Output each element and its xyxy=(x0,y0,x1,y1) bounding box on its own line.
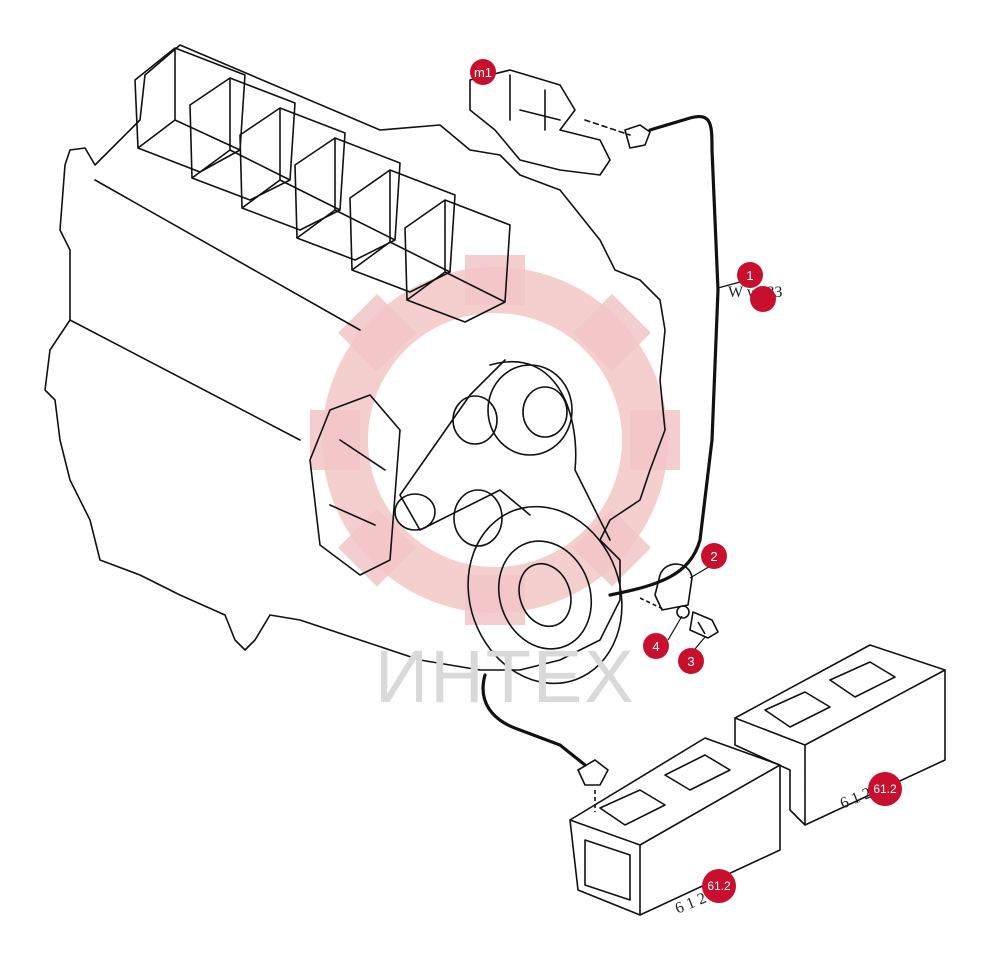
battery-1 xyxy=(569,737,781,916)
starter-motor xyxy=(469,69,611,176)
pulley-large-inner xyxy=(497,540,593,650)
watermark-gear-teeth xyxy=(310,255,680,625)
battery-2 xyxy=(734,644,946,826)
cable-clamp-2 xyxy=(654,563,693,611)
valve-cover-4 xyxy=(294,137,401,261)
callout-1[interactable]: 1 xyxy=(737,262,763,288)
idler-pulley-3 xyxy=(394,493,436,531)
leader-1 xyxy=(717,281,741,289)
callout-3[interactable]: 3 xyxy=(678,648,704,674)
callout-61-2-battery-2[interactable]: 61.2 xyxy=(868,772,902,806)
cable-lug-top xyxy=(624,124,651,149)
battery-terminal xyxy=(577,759,609,786)
alternator-bracket xyxy=(309,394,401,576)
starter-dash xyxy=(584,119,631,136)
ground-cable xyxy=(481,673,587,767)
callout-w083[interactable] xyxy=(750,286,776,312)
engine-block xyxy=(44,44,666,671)
washer-4 xyxy=(676,605,690,619)
callout-61-2-battery-1[interactable]: 61.2 xyxy=(702,869,736,903)
battery-2-cells xyxy=(764,661,896,728)
battery-cable xyxy=(608,115,720,597)
idler-pulley-1 xyxy=(452,395,498,445)
engine-side-line xyxy=(94,179,361,331)
pulley-large xyxy=(467,505,623,685)
callout-m1[interactable]: m1 xyxy=(470,59,496,85)
watermark-text: ИНТЕХ xyxy=(375,635,636,718)
pulley-top-hub xyxy=(522,386,568,438)
valve-cover-5 xyxy=(349,169,456,293)
drive-belt xyxy=(399,359,611,541)
valve-cover-2 xyxy=(189,77,296,201)
clamp-dash xyxy=(639,597,666,611)
callout-4[interactable]: 4 xyxy=(643,633,669,659)
leader-4 xyxy=(667,615,683,641)
valve-cover-6 xyxy=(404,199,511,323)
callout-2[interactable]: 2 xyxy=(701,543,727,569)
pulley-top xyxy=(487,364,573,456)
bolt-3 xyxy=(689,611,719,639)
pulley-large-hub xyxy=(518,562,572,628)
battery-1-cells xyxy=(599,754,731,826)
idler-pulley-2 xyxy=(453,489,503,547)
engine-side-line-2 xyxy=(69,319,301,441)
valve-cover-3 xyxy=(239,107,346,231)
